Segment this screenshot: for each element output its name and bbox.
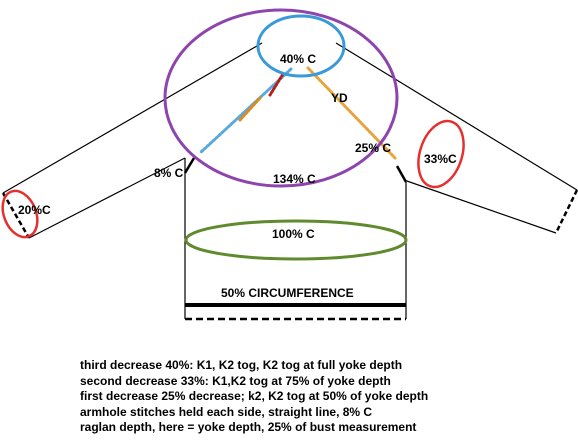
note-second-decrease: second decrease 33%: K1,K2 tog at 75% of… — [80, 373, 391, 388]
right-sleeve-top-edge — [335, 42, 578, 191]
third-decrease-mark — [268, 72, 285, 97]
note-first-decrease: first decrease 25% decrease; k2, K2 tog … — [80, 389, 429, 404]
left-sleeve-bottom-edge — [28, 157, 186, 239]
right-cuff-line — [554, 189, 578, 234]
note-armhole: armhole stitches held each side, straigh… — [80, 404, 373, 419]
right-sleeve — [335, 42, 578, 234]
wrist-circle — [1, 189, 39, 239]
note-raglan-depth: raglan depth, here = yoke depth, 25% of … — [80, 420, 417, 435]
right-armhole-mark — [395, 165, 408, 183]
upper-arm-circle — [417, 119, 465, 189]
wrist-label: 20%C — [18, 203, 51, 217]
raglan-depth-label: 25% C — [355, 141, 391, 155]
yoke-circle — [163, 8, 399, 188]
left-cuff-line — [1, 192, 31, 239]
left-armhole-mark — [183, 157, 196, 174]
notes-list: third decrease 40%: K1, K2 tog, K2 tog a… — [80, 358, 428, 436]
left-sleeve — [1, 42, 263, 239]
yoke-depth-label: YD — [331, 91, 348, 105]
decrease-marks — [238, 72, 285, 122]
yoke-circumference-label: 134% C — [273, 172, 316, 186]
note-third-decrease: third decrease 40%: K1, K2 tog, K2 tog a… — [80, 358, 403, 372]
left-sleeve-top-edge — [2, 42, 263, 194]
right-sleeve-bottom-edge — [403, 179, 557, 234]
upper-arm-label: 33%C — [424, 152, 457, 166]
neck-circle — [256, 14, 346, 78]
bust-label: 100% C — [272, 227, 315, 241]
second-decrease-mark — [238, 96, 262, 122]
bust-circle — [184, 219, 408, 261]
neck-label: 40% C — [280, 52, 316, 66]
half-circumference-label: 50% CIRCUMFERENCE — [221, 286, 354, 300]
armhole-corners — [183, 157, 408, 183]
armhole-label: 8% C — [154, 166, 184, 180]
